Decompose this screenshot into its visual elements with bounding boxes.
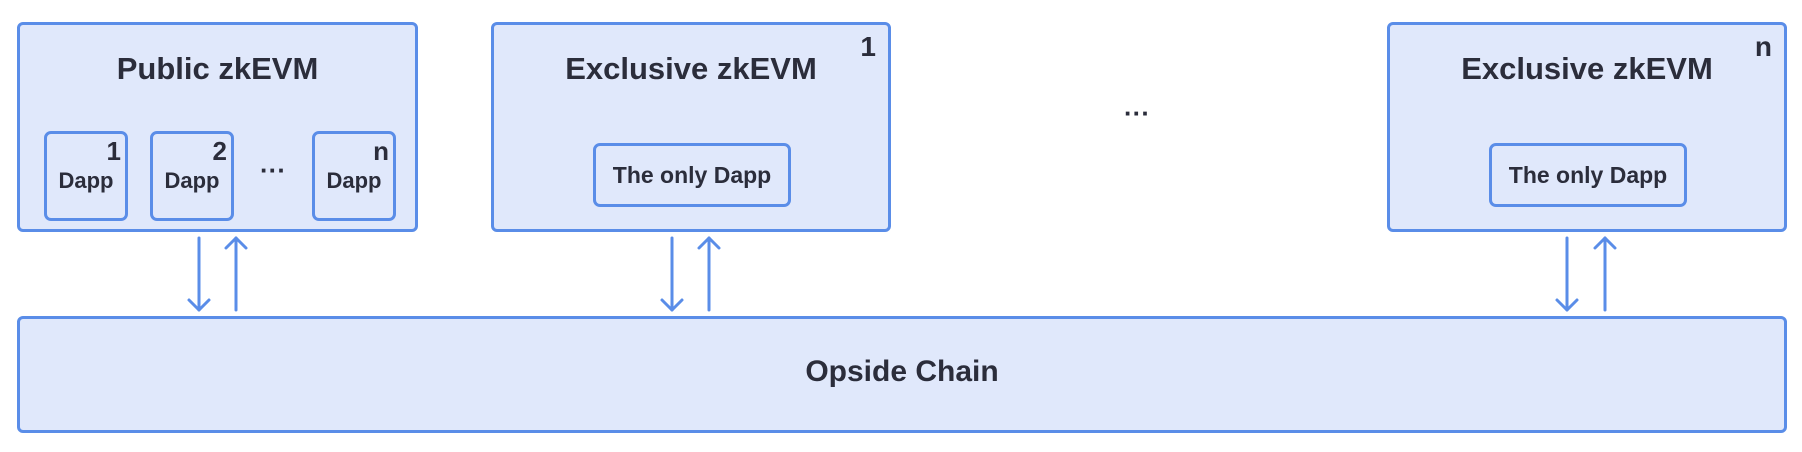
dapp-box-n: n Dapp (312, 131, 396, 221)
arrow-up-public (224, 236, 248, 312)
exclusive-zkevm-number-1: 1 (860, 31, 876, 62)
only-dapp-box-n: The only Dapp (1489, 143, 1687, 207)
public-zkevm-panel: Public zkEVM 1 Dapp 2 Dapp ··· n Dapp (17, 22, 418, 232)
opside-chain-box: Opside Chain (17, 316, 1787, 433)
arrow-down-exclusive-n (1555, 236, 1579, 312)
public-zkevm-title: Public zkEVM (116, 51, 319, 86)
dapp-number-2: 2 (212, 136, 227, 166)
arrow-up-exclusive-n (1593, 236, 1617, 312)
middle-ellipsis: ··· (1124, 98, 1150, 128)
dapp-number-n: n (373, 136, 389, 166)
exclusive-zkevm-number-n: n (1754, 31, 1772, 62)
only-dapp-box-1: The only Dapp (593, 143, 791, 207)
dapp-box-2: 2 Dapp (150, 131, 234, 221)
exclusive-zkevm-panel-n: Exclusive zkEVM n The only Dapp (1387, 22, 1787, 232)
dapp-label-n: Dapp (326, 168, 382, 193)
exclusive-zkevm-title-1: Exclusive zkEVM (565, 51, 817, 86)
arrow-down-exclusive-1 (660, 236, 684, 312)
dapp-number-1: 1 (106, 136, 121, 166)
opside-chain-label: Opside Chain (805, 355, 999, 388)
dapp-label-1: Dapp (58, 168, 114, 193)
arrow-down-public (187, 236, 211, 312)
dapp-label-2: Dapp (164, 168, 220, 193)
arrow-up-exclusive-1 (697, 236, 721, 312)
dapp-ellipsis: ··· (260, 155, 286, 185)
dapp-box-1: 1 Dapp (44, 131, 128, 221)
exclusive-zkevm-title-n: Exclusive zkEVM (1461, 51, 1713, 86)
exclusive-zkevm-panel-1: Exclusive zkEVM 1 The only Dapp (491, 22, 891, 232)
